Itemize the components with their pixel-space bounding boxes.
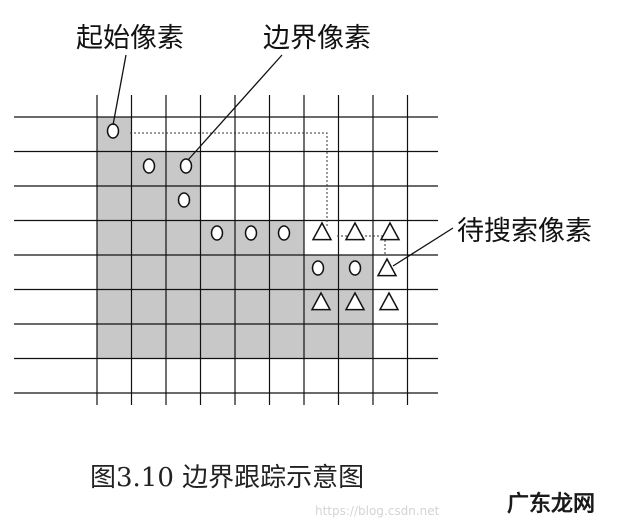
start-pixel-pointer <box>112 54 127 126</box>
circle-icon <box>210 225 224 241</box>
circle-icon <box>142 158 156 174</box>
triangle-icon <box>311 221 333 241</box>
candidate-pixel-pointer <box>392 227 454 267</box>
pixel-markers <box>106 123 401 311</box>
logo-backdrop <box>500 487 628 519</box>
circle-icon <box>179 158 193 174</box>
triangle-icon <box>310 291 332 311</box>
circle-icon <box>106 123 120 139</box>
candidate-pixel-label: 待搜索像素 <box>457 216 592 247</box>
triangle-icon <box>344 291 366 311</box>
circle-icon <box>277 225 291 241</box>
triangle-icon <box>378 291 400 311</box>
watermark: https://blog.csdn.net <box>315 504 440 518</box>
triangle-icon <box>379 221 401 241</box>
triangle-icon <box>344 221 366 241</box>
figure-caption: 图3.10 边界跟踪示意图 <box>90 463 364 493</box>
triangle-icon <box>376 257 398 277</box>
boundary-pixel-pointer <box>187 54 283 161</box>
circle-icon <box>244 225 258 241</box>
boundary-pixel-label: 边界像素 <box>263 23 371 54</box>
logo: 广东龙网 <box>500 487 628 519</box>
circle-icon <box>177 192 191 208</box>
dotted-path-segment <box>130 132 328 228</box>
logo-text: 广东龙网 <box>507 491 595 517</box>
circle-icon <box>348 260 362 276</box>
label-pointers <box>112 54 454 267</box>
circle-icon <box>311 260 325 276</box>
start-pixel-label: 起始像素 <box>76 23 184 54</box>
